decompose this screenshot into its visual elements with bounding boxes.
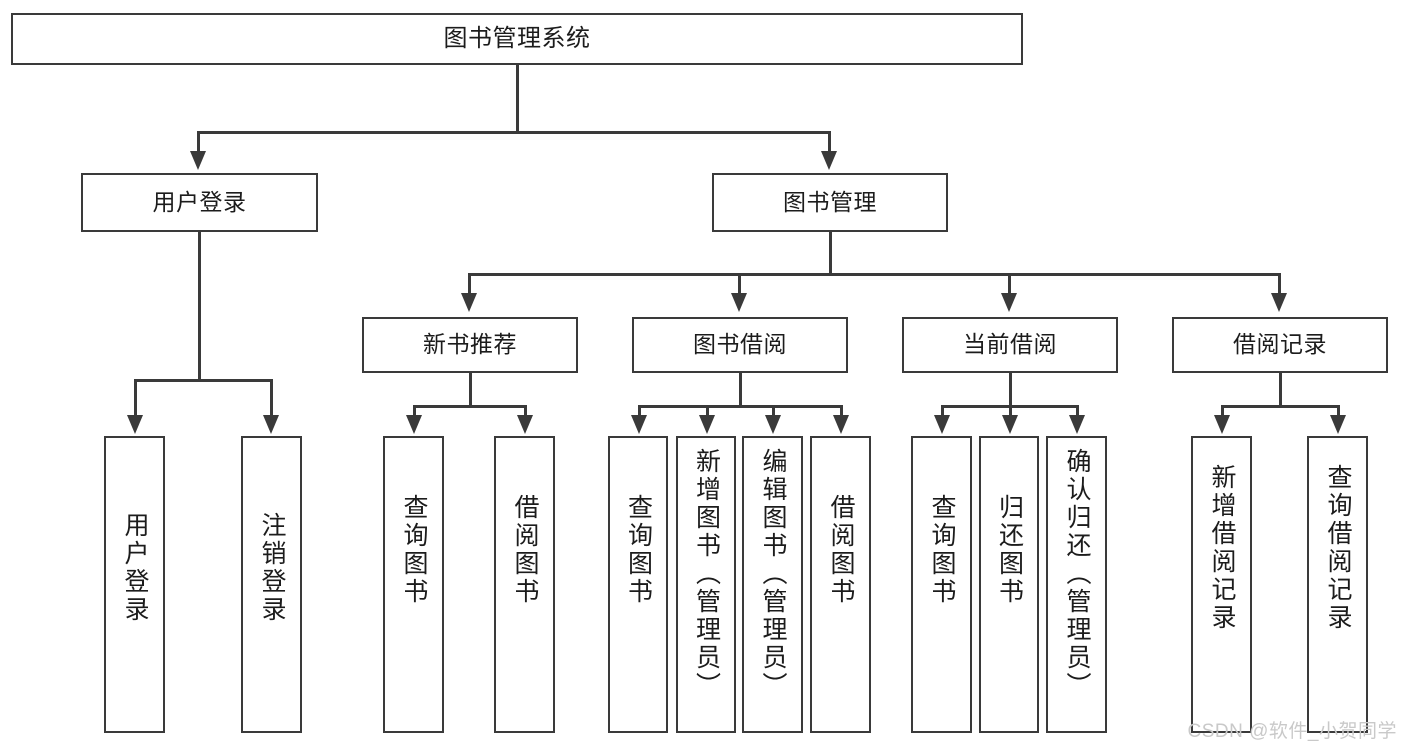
node-label: 查询借阅记录 xyxy=(1324,464,1352,632)
leaf-edit-book-admin[interactable]: 编辑图书（管理员） xyxy=(742,436,803,733)
connector-to-new-book xyxy=(468,273,471,295)
arrowhead-borrow-records-leaf-1 xyxy=(1214,415,1230,434)
leaf-query-book-borrow[interactable]: 查询图书 xyxy=(608,436,668,733)
connector-user-login-bus xyxy=(134,379,272,382)
connector-root-bus xyxy=(197,131,831,134)
connector-book-borrow-stem xyxy=(739,373,742,407)
arrowhead-current-borrow-leaf-2 xyxy=(1002,415,1018,434)
node-label: 新增借阅记录 xyxy=(1208,464,1236,632)
node-current-borrow[interactable]: 当前借阅 xyxy=(902,317,1118,373)
connector-book-mgmt-bus xyxy=(468,273,1279,276)
arrowhead-borrow-records xyxy=(1271,293,1287,312)
node-label: 新增图书（管理员） xyxy=(692,448,721,700)
arrowhead-leaf-logout xyxy=(263,415,279,434)
node-label: 用户登录 xyxy=(121,512,149,624)
node-label: 图书管理 xyxy=(783,188,877,215)
arrowhead-current-borrow-leaf-1 xyxy=(934,415,950,434)
arrowhead-user-login xyxy=(190,151,206,170)
connector-to-borrow-records xyxy=(1278,273,1281,295)
node-user-login[interactable]: 用户登录 xyxy=(81,173,318,232)
node-label: 查询图书 xyxy=(928,494,956,606)
connector-current-borrow-stem xyxy=(1009,373,1012,407)
connector-book-borrow-to-leaf-4 xyxy=(840,405,843,417)
leaf-borrow-book[interactable]: 借阅图书 xyxy=(810,436,871,733)
node-book-management[interactable]: 图书管理 xyxy=(712,173,948,232)
connector-book-borrow-to-leaf-3 xyxy=(772,405,775,417)
connector-book-mgmt-stem xyxy=(829,232,832,275)
arrowhead-current-borrow xyxy=(1001,293,1017,312)
connector-user-login-stem xyxy=(198,232,201,381)
connector-new-book-to-leaf-2 xyxy=(524,405,527,417)
connector-borrow-records-stem xyxy=(1279,373,1282,407)
node-label: 新书推荐 xyxy=(423,331,517,358)
connector-root-to-user-login xyxy=(197,131,200,153)
connector-root-to-book-mgmt xyxy=(828,131,831,153)
connector-user-login-to-leaf-2 xyxy=(270,379,273,417)
leaf-user-login[interactable]: 用户登录 xyxy=(104,436,165,733)
arrowhead-new-book xyxy=(461,293,477,312)
leaf-add-borrow-record[interactable]: 新增借阅记录 xyxy=(1191,436,1252,733)
node-borrow-records[interactable]: 借阅记录 xyxy=(1172,317,1388,373)
connector-to-book-borrow xyxy=(738,273,741,295)
node-label: 用户登录 xyxy=(152,188,247,215)
leaf-add-book-admin[interactable]: 新增图书（管理员） xyxy=(676,436,736,733)
arrowhead-borrow-records-leaf-2 xyxy=(1330,415,1346,434)
node-label: 查询图书 xyxy=(400,494,428,606)
node-root-system[interactable]: 图书管理系统 xyxy=(11,13,1023,65)
node-book-borrow[interactable]: 图书借阅 xyxy=(632,317,848,373)
connector-current-borrow-to-leaf-2 xyxy=(1009,405,1012,417)
connector-borrow-records-bus xyxy=(1221,405,1339,408)
node-label: 注销登录 xyxy=(258,512,286,624)
node-label: 借阅记录 xyxy=(1233,331,1327,358)
arrowhead-book-borrow-leaf-1 xyxy=(631,415,647,434)
arrowhead-book-borrow xyxy=(731,293,747,312)
connector-current-borrow-to-leaf-1 xyxy=(941,405,944,417)
node-label: 借阅图书 xyxy=(827,494,855,606)
connector-to-current-borrow xyxy=(1008,273,1011,295)
connector-borrow-records-to-leaf-2 xyxy=(1337,405,1340,417)
arrowhead-new-book-leaf-1 xyxy=(406,415,422,434)
connector-current-borrow-to-leaf-3 xyxy=(1076,405,1079,417)
node-new-book-recommend[interactable]: 新书推荐 xyxy=(362,317,578,373)
connector-new-book-to-leaf-1 xyxy=(413,405,416,417)
arrowhead-current-borrow-leaf-3 xyxy=(1069,415,1085,434)
csdn-watermark: CSDN @软件_小贺同学 xyxy=(1187,721,1397,742)
node-label: 归还图书 xyxy=(995,494,1024,606)
node-label: 图书借阅 xyxy=(693,331,787,358)
leaf-logout[interactable]: 注销登录 xyxy=(241,436,302,733)
leaf-borrow-book-recommend[interactable]: 借阅图书 xyxy=(494,436,555,733)
leaf-query-book-recommend[interactable]: 查询图书 xyxy=(383,436,444,733)
connector-user-login-to-leaf-1 xyxy=(134,379,137,417)
node-label: 图书管理系统 xyxy=(443,24,591,52)
connector-root-stem xyxy=(516,65,519,132)
leaf-confirm-return-admin[interactable]: 确认归还（管理员） xyxy=(1046,436,1107,733)
connector-book-borrow-to-leaf-2 xyxy=(706,405,709,417)
node-label: 当前借阅 xyxy=(963,331,1057,358)
node-label: 确认归还（管理员） xyxy=(1063,448,1091,700)
connector-book-borrow-to-leaf-1 xyxy=(638,405,641,417)
arrowhead-book-borrow-leaf-4 xyxy=(833,415,849,434)
arrowhead-new-book-leaf-2 xyxy=(517,415,533,434)
arrowhead-book-mgmt xyxy=(821,151,837,170)
arrowhead-leaf-user-login xyxy=(127,415,143,434)
connector-borrow-records-to-leaf-1 xyxy=(1221,405,1224,417)
node-label: 编辑图书（管理员） xyxy=(759,448,787,700)
leaf-return-book[interactable]: 归还图书 xyxy=(979,436,1039,733)
arrowhead-book-borrow-leaf-3 xyxy=(765,415,781,434)
connector-book-borrow-bus xyxy=(638,405,842,408)
connector-new-book-stem xyxy=(469,373,472,407)
node-label: 查询图书 xyxy=(624,494,653,606)
leaf-query-borrow-record[interactable]: 查询借阅记录 xyxy=(1307,436,1368,733)
node-label: 借阅图书 xyxy=(511,494,539,606)
leaf-query-book-current[interactable]: 查询图书 xyxy=(911,436,972,733)
connector-new-book-bus xyxy=(413,405,527,408)
arrowhead-book-borrow-leaf-2 xyxy=(699,415,715,434)
